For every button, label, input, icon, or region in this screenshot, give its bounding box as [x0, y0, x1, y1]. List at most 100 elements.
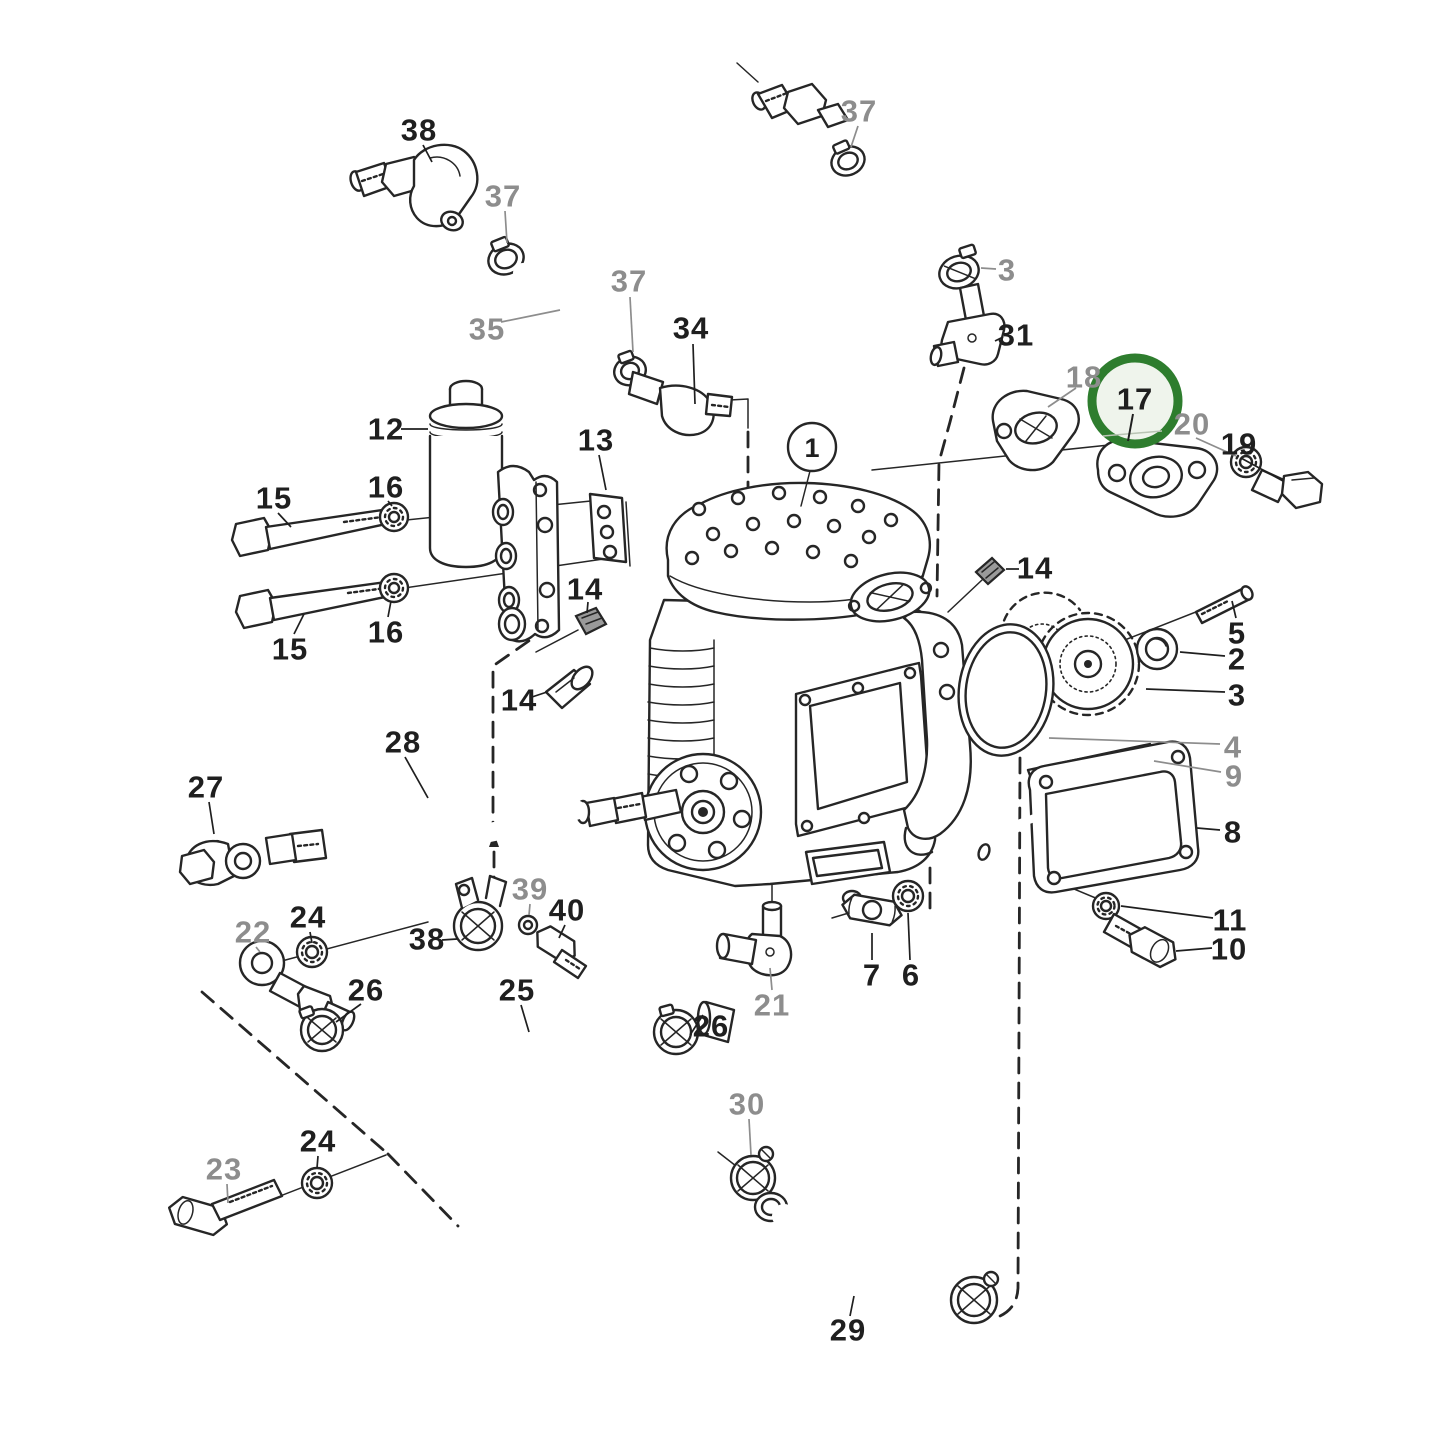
leader-line-3 [1145, 688, 1226, 693]
leader-line-18 [1047, 387, 1077, 408]
part-label-9-24[interactable]: 9 [1225, 759, 1243, 794]
part-label-26-37[interactable]: 26 [693, 1009, 729, 1044]
plug-14c [974, 556, 1006, 586]
part-label-19-18[interactable]: 19 [1221, 427, 1257, 462]
leader-line-10 [1175, 947, 1213, 952]
clamp-29-end [949, 1270, 1000, 1325]
part-label-31-15[interactable]: 31 [998, 318, 1034, 353]
pipe-stub [696, 1000, 736, 1044]
leader-line-4 [1048, 737, 1221, 745]
part-label-1: 1 [804, 433, 819, 463]
part-label-15-7[interactable]: 15 [256, 481, 292, 516]
hose-28-assembly [178, 788, 683, 887]
part-label-10-27[interactable]: 10 [1211, 932, 1247, 967]
leader-line-19 [1240, 457, 1284, 482]
leader-line-28 [404, 756, 429, 799]
part-label-11-26[interactable]: 11 [1213, 903, 1248, 938]
part-label-24-42[interactable]: 24 [300, 1124, 336, 1159]
regulator-12 [428, 379, 561, 643]
part-label-37-1[interactable]: 37 [485, 179, 521, 214]
part-label-17-highlighted[interactable]: 17 [1117, 382, 1153, 417]
part-label-3-22[interactable]: 3 [1228, 678, 1246, 713]
leader-line-26 [689, 1014, 704, 1036]
leader-line-14 [531, 691, 548, 698]
part-label-21-38[interactable]: 21 [754, 988, 790, 1023]
leader-line-8 [1196, 827, 1221, 831]
part-label-39-34[interactable]: 39 [512, 872, 548, 907]
cover-bolts [684, 485, 899, 569]
part-label-37-2[interactable]: 37 [611, 264, 647, 299]
leader-line-3 [980, 267, 997, 270]
part-label-14-12[interactable]: 14 [501, 683, 537, 718]
stud-5 [1194, 585, 1254, 625]
leader-line-17 [1127, 413, 1134, 442]
part-label-29-44[interactable]: 29 [830, 1313, 866, 1348]
ring-39 [517, 914, 539, 936]
part-label-22-30[interactable]: 22 [235, 915, 271, 950]
part-label-35-4[interactable]: 35 [469, 312, 505, 347]
clamp-30 [729, 1145, 777, 1202]
pipe-clamp-38 [452, 874, 508, 952]
part-label-38-0[interactable]: 38 [401, 113, 437, 148]
part-label-14-11[interactable]: 14 [567, 572, 603, 607]
part-label-8-25[interactable]: 8 [1224, 815, 1242, 850]
part-label-4-23[interactable]: 4 [1224, 730, 1242, 765]
part-label-7-39[interactable]: 7 [863, 958, 881, 993]
part-label-16-9[interactable]: 16 [368, 615, 404, 650]
leader-line-13 [598, 454, 607, 491]
washer-16b [378, 572, 410, 604]
part-label-34-3[interactable]: 34 [673, 311, 709, 346]
part-label-14-19[interactable]: 14 [1017, 551, 1053, 586]
highlight-ring[interactable] [1087, 353, 1183, 449]
leader-line-9 [1153, 760, 1222, 773]
leader-line-6 [907, 912, 911, 961]
part-label-28-28[interactable]: 28 [385, 725, 421, 760]
part-label-12-5[interactable]: 12 [368, 412, 404, 447]
leader-line-38 [422, 144, 433, 163]
part-label-38-33[interactable]: 38 [409, 922, 445, 957]
part-label-27-29[interactable]: 27 [188, 770, 224, 805]
part-label-20-17[interactable]: 20 [1174, 407, 1210, 442]
part-label-37-13[interactable]: 37 [841, 94, 877, 129]
part-label-23-43[interactable]: 23 [206, 1152, 242, 1187]
leader-line-40 [558, 924, 566, 939]
leader-line-31 [994, 336, 1004, 342]
leader-line-37 [504, 210, 508, 244]
washer-16a [378, 501, 410, 533]
nut-7 [841, 893, 903, 927]
o-ring-4 [957, 623, 1055, 757]
part-label-6-40[interactable]: 6 [902, 958, 920, 993]
washer-20 [1229, 445, 1263, 479]
bolt-15b [234, 580, 392, 630]
part-label-5-20[interactable]: 5 [1228, 616, 1246, 651]
part-label-40-35[interactable]: 40 [549, 893, 585, 928]
part-label-18-16[interactable]: 18 [1066, 360, 1102, 395]
washer-24a [295, 935, 329, 969]
part-label-2-21[interactable]: 2 [1228, 642, 1246, 677]
part-label-16-8[interactable]: 16 [368, 470, 404, 505]
leader-line-5 [1231, 600, 1237, 619]
elbow-fitting-34 [627, 370, 734, 437]
plug-14a [535, 606, 608, 653]
part-label-13-6[interactable]: 13 [578, 423, 614, 458]
leader-line-15 [293, 613, 305, 635]
part-label-24-31[interactable]: 24 [290, 900, 326, 935]
leader-line-35 [500, 309, 561, 323]
part-label-25-36[interactable]: 25 [499, 973, 535, 1008]
part-label-15-10[interactable]: 15 [272, 632, 308, 667]
bolt-19 [1250, 468, 1324, 510]
leader-line-14 [586, 601, 589, 614]
cover-8 [975, 740, 1200, 894]
part-label-30-41[interactable]: 30 [729, 1087, 765, 1122]
callout-1[interactable]: 1 [786, 421, 838, 507]
hose-clamp-37a [487, 235, 525, 276]
leader-line-16 [387, 600, 392, 618]
leader-line-2 [1179, 651, 1226, 657]
leader-line-27 [208, 801, 215, 835]
clamp-26b [652, 1003, 700, 1056]
part-label-3-14[interactable]: 3 [998, 253, 1016, 288]
part-label-26-32[interactable]: 26 [348, 973, 384, 1008]
